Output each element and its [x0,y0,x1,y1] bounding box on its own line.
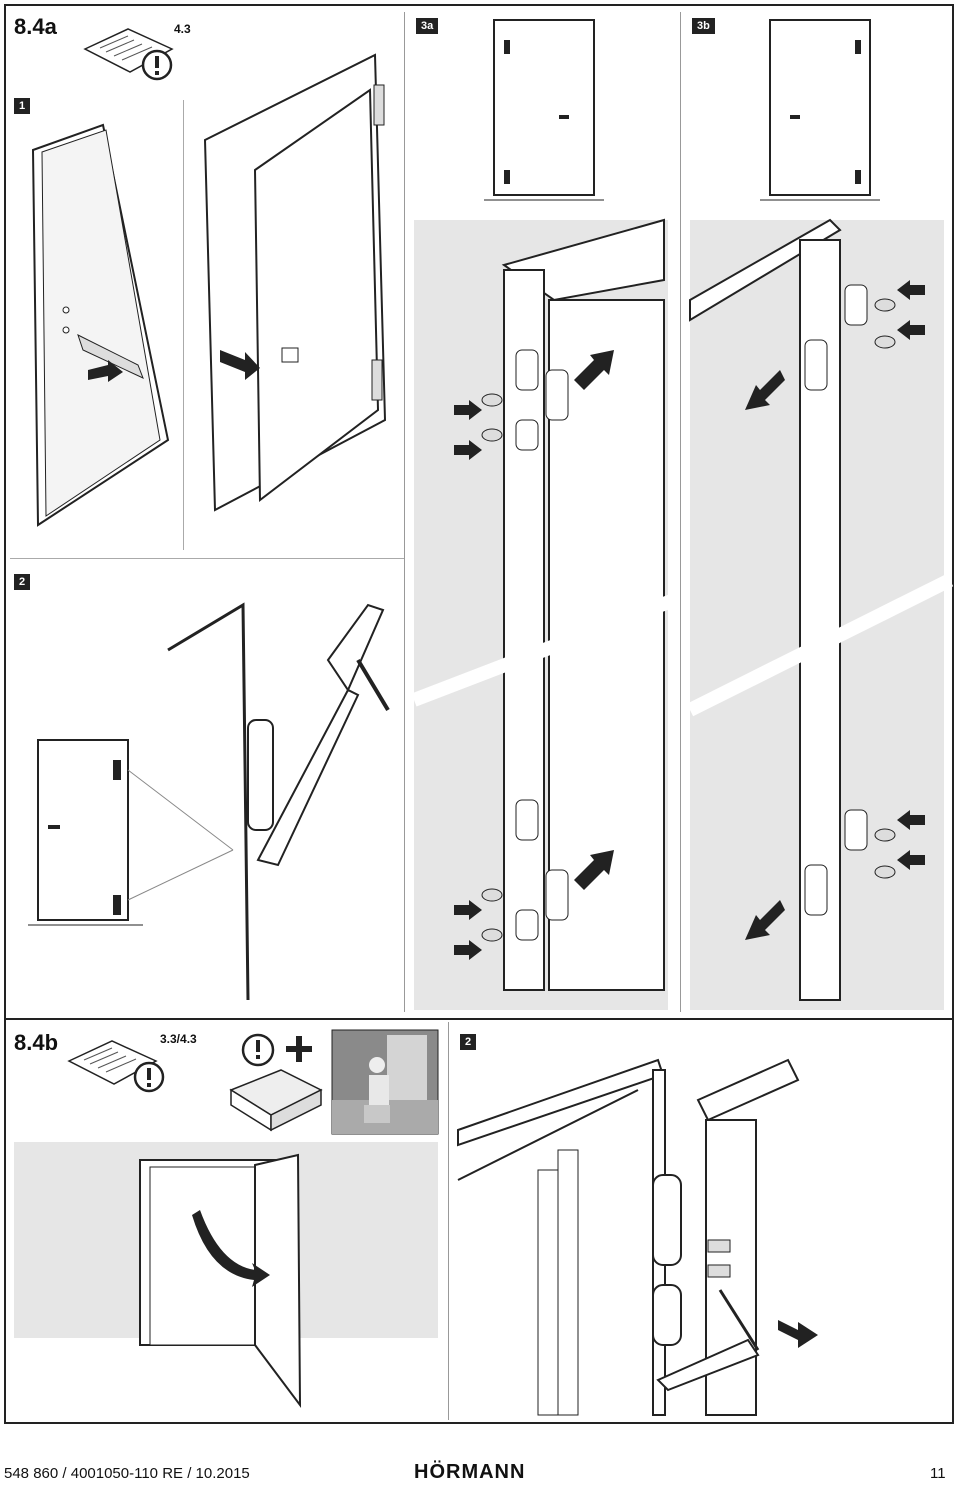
arrow-icon [897,320,925,340]
manual-icon [67,1040,158,1085]
arrow-icon [574,350,614,390]
step-badge-3a: 3a [416,18,439,34]
warning-icon [141,49,173,81]
step-badge-1: 1 [14,98,31,114]
section-divider [4,1018,954,1020]
hinge-icon [686,19,954,1001]
arrow-icon [220,350,260,380]
panel-divider [183,100,184,550]
arrow-icon [745,370,785,410]
installer-photo [331,1029,439,1135]
door-icon [139,1153,302,1409]
door-icon [31,123,170,527]
step-badge-3b: 3b [692,18,715,34]
panel-divider [10,558,404,559]
section-label-8-4a: 8.4a [14,14,57,39]
arrow-icon [897,810,925,830]
brand-logo: HÖRMANN [414,1461,526,1483]
door-icon [203,53,387,512]
hammer-icon [28,602,390,1001]
reference-label-b: 3.3/4.3 [160,1032,197,1046]
arrow-icon [88,360,123,382]
box-icon [229,1033,323,1132]
arrow-icon [778,1320,818,1348]
arrow-icon [454,440,482,460]
arrow-icon [454,400,482,420]
arrow-icon [574,850,614,890]
step-badge-2: 2 [14,574,31,590]
allen-key-icon [457,1058,818,1416]
arrow-icon [454,900,482,920]
arrow-icon [745,900,785,940]
section-label-8-4b: 8.4b [14,1030,59,1055]
footer-doc-code: 548 860 / 4001050-110 RE / 10.2015 [4,1465,250,1482]
arrow-icon [897,280,925,300]
page-frame [4,4,954,1424]
reference-label-a: 4.3 [174,22,191,36]
step-badge-b2: 2 [460,1034,477,1050]
page-number: 11 [930,1465,946,1482]
warning-icon [133,1061,165,1093]
arrow-icon [897,850,925,870]
arrow-icon [192,1210,270,1287]
manual-icon [83,28,174,73]
panel-divider [680,12,681,1012]
panel-divider [448,1022,449,1420]
hinge-icon [411,19,677,991]
panel-divider [404,12,405,1012]
arrow-icon [454,940,482,960]
